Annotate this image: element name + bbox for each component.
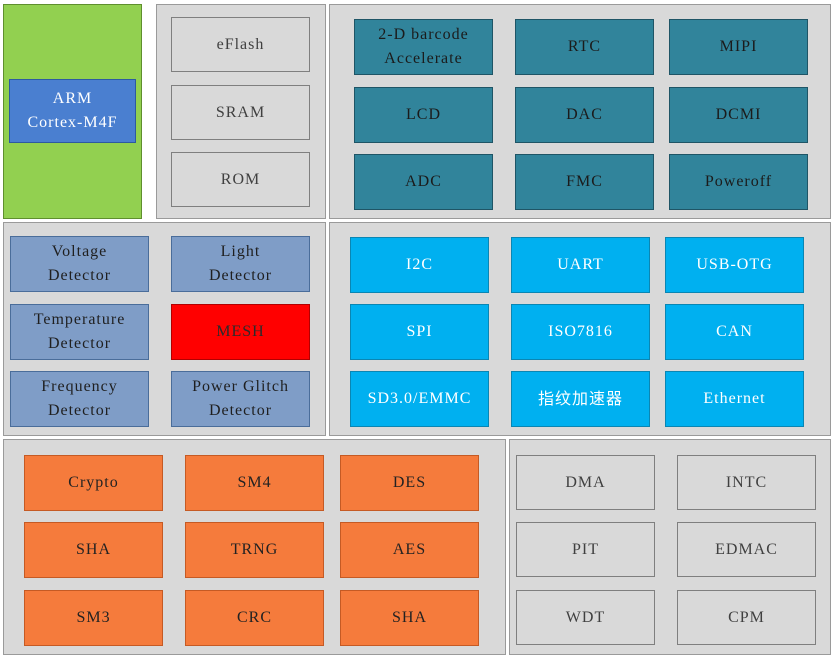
adc-box[interactable]: ADC xyxy=(354,154,493,210)
ethernet-box[interactable]: Ethernet xyxy=(665,371,804,427)
fingerprint-accelerator-box[interactable]: 指纹加速器 xyxy=(511,371,650,427)
poweroff-box[interactable]: Poweroff xyxy=(669,154,808,210)
mipi-box[interactable]: MIPI xyxy=(669,19,808,75)
pit-box[interactable]: PIT xyxy=(516,522,655,577)
lcd-box[interactable]: LCD xyxy=(354,87,493,143)
light-detector-box[interactable]: Light Detector xyxy=(171,236,310,292)
sd-emmc-box[interactable]: SD3.0/EMMC xyxy=(350,371,489,427)
dma-box[interactable]: DMA xyxy=(516,455,655,510)
spi-box[interactable]: SPI xyxy=(350,304,489,360)
edmac-box[interactable]: EDMAC xyxy=(677,522,816,577)
trng-box[interactable]: TRNG xyxy=(185,522,324,578)
wdt-box[interactable]: WDT xyxy=(516,590,655,645)
des-box[interactable]: DES xyxy=(340,455,479,511)
frequency-detector-box[interactable]: Frequency Detector xyxy=(10,371,149,427)
aes-box[interactable]: AES xyxy=(340,522,479,578)
i2c-box[interactable]: I2C xyxy=(350,237,489,293)
dcmi-box[interactable]: DCMI xyxy=(669,87,808,143)
sram-box[interactable]: SRAM xyxy=(171,85,310,140)
voltage-detector-box[interactable]: Voltage Detector xyxy=(10,236,149,292)
sm3-box[interactable]: SM3 xyxy=(24,590,163,646)
can-box[interactable]: CAN xyxy=(665,304,804,360)
sha-box-1[interactable]: SHA xyxy=(24,522,163,578)
dac-box[interactable]: DAC xyxy=(515,87,654,143)
crypto-box[interactable]: Crypto xyxy=(24,455,163,511)
rtc-box[interactable]: RTC xyxy=(515,19,654,75)
cpu-core-box[interactable]: ARM Cortex-M4F xyxy=(9,79,136,143)
rom-box[interactable]: ROM xyxy=(171,152,310,207)
usb-otg-box[interactable]: USB-OTG xyxy=(665,237,804,293)
cpm-box[interactable]: CPM xyxy=(677,590,816,645)
crc-box[interactable]: CRC xyxy=(185,590,324,646)
sha-box-2[interactable]: SHA xyxy=(340,590,479,646)
uart-box[interactable]: UART xyxy=(511,237,650,293)
eflash-box[interactable]: eFlash xyxy=(171,17,310,72)
intc-box[interactable]: INTC xyxy=(677,455,816,510)
barcode-accelerator-box[interactable]: 2-D barcode Accelerate xyxy=(354,19,493,75)
fmc-box[interactable]: FMC xyxy=(515,154,654,210)
sm4-box[interactable]: SM4 xyxy=(185,455,324,511)
mesh-box[interactable]: MESH xyxy=(171,304,310,360)
power-glitch-detector-box[interactable]: Power Glitch Detector xyxy=(171,371,310,427)
iso7816-box[interactable]: ISO7816 xyxy=(511,304,650,360)
temperature-detector-box[interactable]: Temperature Detector xyxy=(10,304,149,360)
